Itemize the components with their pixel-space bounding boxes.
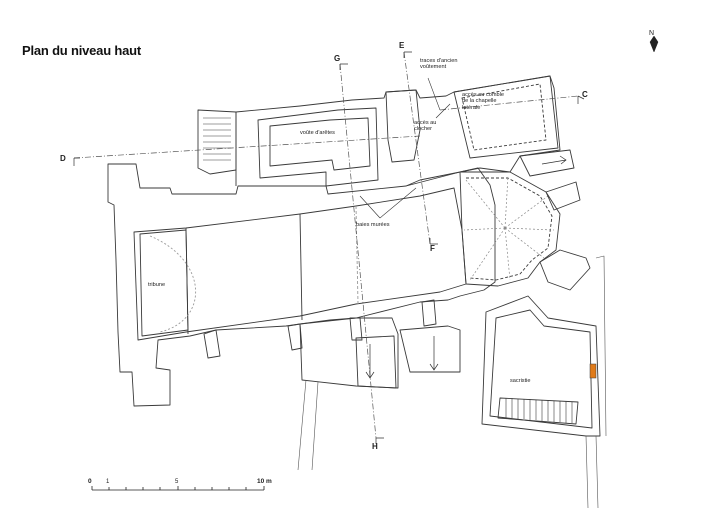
label-voute-aretes: voûte d'arêtes [300, 130, 335, 136]
section-line-d [73, 135, 421, 159]
west-stair [197, 109, 237, 175]
east-annex [545, 181, 581, 211]
choir-outline [459, 171, 561, 287]
stair-tower [385, 89, 421, 163]
section-line-e [403, 51, 431, 245]
vault-room-inner [269, 117, 371, 171]
nave-outline [107, 163, 496, 407]
north-arrow [649, 35, 659, 53]
accent-door [589, 363, 597, 379]
label-sacristie: sacristie [510, 378, 531, 384]
section-label-e: E [399, 41, 405, 50]
south-annex [299, 317, 399, 389]
vault-room [257, 107, 379, 187]
label-acces-clocher: accès au clocher [414, 120, 437, 133]
scale-label-0: 0 [88, 478, 92, 485]
scale-label-1: 1 [106, 479, 110, 485]
page-title: Plan du niveau haut [22, 43, 141, 58]
east-room-inner [461, 83, 547, 151]
section-label-f: F [430, 244, 435, 253]
nave-inner [133, 187, 467, 341]
east-room [453, 75, 559, 159]
north-chapel [235, 75, 561, 187]
label-acces-comble: accès au comble de la chapelle latérale [462, 92, 504, 111]
scale-label-5: 5 [175, 479, 179, 485]
section-label-d: D [60, 154, 66, 163]
section-label-g: G [334, 54, 341, 63]
north-label: N [649, 30, 655, 37]
label-baies-murees: baies murées [356, 222, 390, 228]
tribune [139, 229, 189, 337]
section-label-c: C [582, 90, 588, 99]
scale-label-10: 10 m [257, 478, 272, 485]
section-line-c [439, 95, 579, 111]
label-tribune: tribune [148, 282, 166, 288]
label-traces-voutement: traces d'ancien voûtement [420, 58, 458, 71]
sacristy-outline [481, 295, 601, 437]
section-label-h: H [372, 442, 378, 451]
